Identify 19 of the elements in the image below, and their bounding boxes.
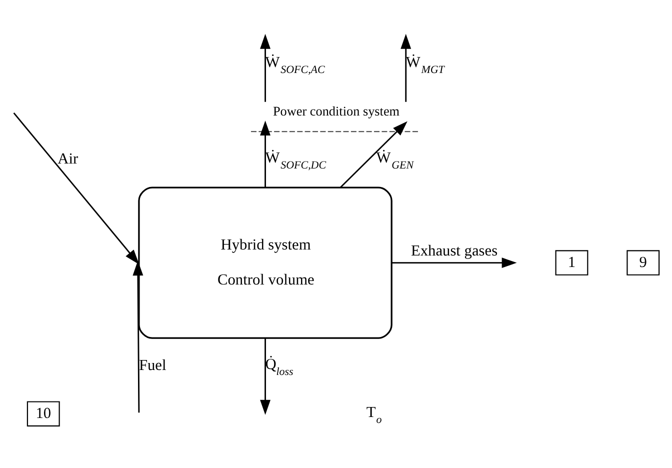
edge-label: Air [58, 150, 78, 168]
arrow [400, 34, 412, 102]
node-box: Hybrid system Control volume [138, 186, 392, 339]
node-box: 9 [626, 250, 660, 276]
node-text: Power condition system [272, 104, 400, 119]
edge-label: Exhaust gases [410, 242, 498, 260]
node-box: 1 [555, 250, 588, 276]
arrow [260, 120, 270, 188]
arrow [132, 260, 144, 413]
label: T$_{o}$ [366, 404, 382, 426]
node-box: 10 [26, 401, 60, 426]
arrow [392, 258, 517, 268]
edge-label: Fuel [138, 357, 166, 374]
arrow [13, 112, 140, 264]
arrow [340, 121, 408, 188]
arrow [260, 338, 270, 415]
edge-label: Ẇ$_{GEN}$ [376, 150, 414, 172]
edge-label: Ẇ$_{MGT}$ [406, 54, 444, 76]
arrow [260, 34, 270, 102]
